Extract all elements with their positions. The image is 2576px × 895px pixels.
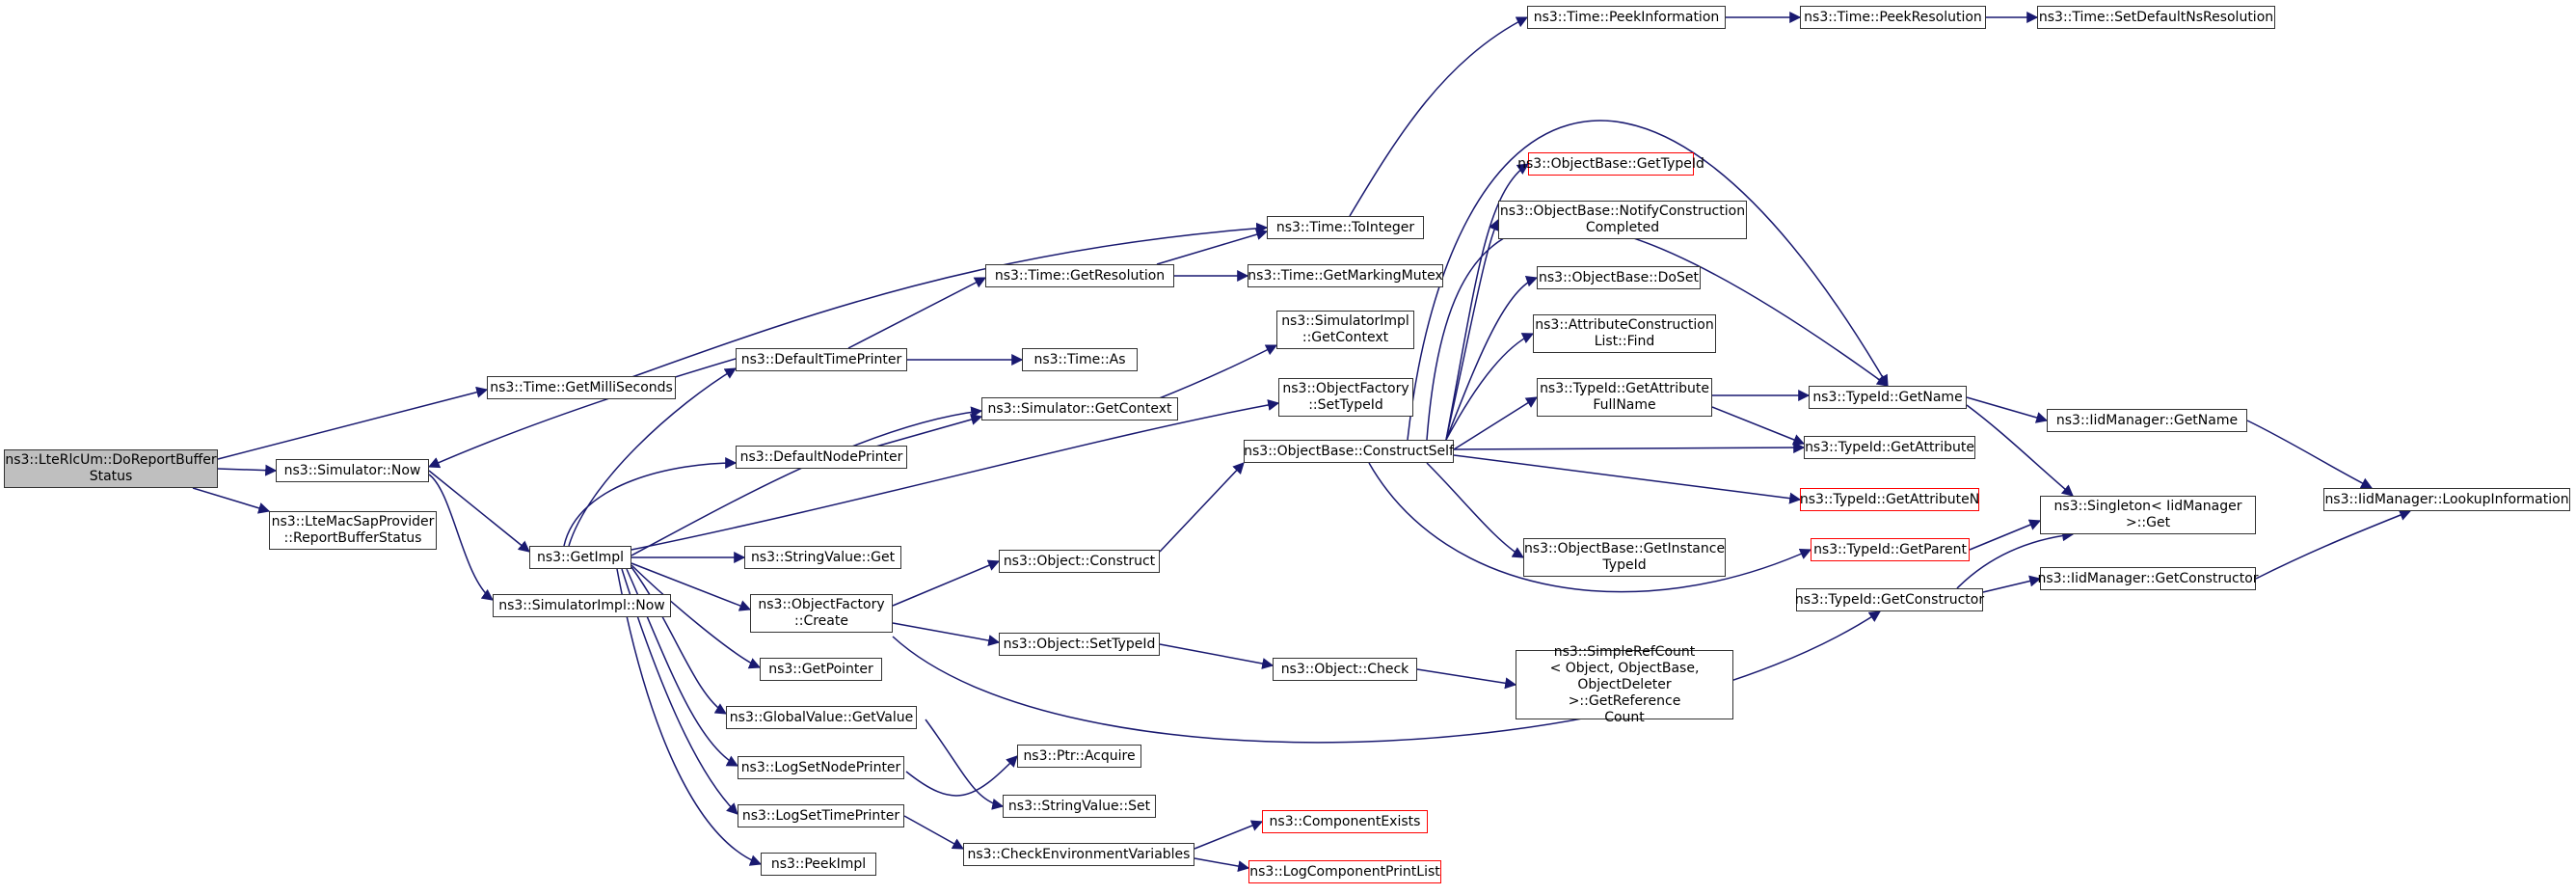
call-edge [631, 564, 762, 669]
call-edge [1156, 229, 1269, 265]
node-lterlcum-doreportbufferstatus: ns3::LteRlcUm::DoReportBuffer Status [4, 449, 218, 488]
node-defaultnodeprinter[interactable]: ns3::DefaultNodePrinter [736, 446, 907, 469]
node-defaulttimeprinter[interactable]: ns3::DefaultTimePrinter [736, 348, 907, 371]
node-typeid-getattribute[interactable]: ns3::TypeId::GetAttribute [1804, 436, 1975, 459]
call-edge [1711, 406, 1806, 446]
node-time-tointeger[interactable]: ns3::Time::ToInteger [1267, 216, 1424, 239]
node-getimpl[interactable]: ns3::GetImpl [529, 546, 631, 569]
call-edge [1445, 275, 1539, 441]
node-time-setdefaultnsresolution[interactable]: ns3::Time::SetDefaultNsResolution [2037, 6, 2275, 29]
node-singleton-iidmanager-get[interactable]: ns3::Singleton< IidManager >::Get [2040, 496, 2256, 534]
call-edge [1982, 575, 2042, 593]
node-object-check[interactable]: ns3::Object::Check [1273, 658, 1417, 681]
call-edge [2246, 420, 2374, 489]
node-object-construct[interactable]: ns3::Object::Construct [999, 550, 1160, 573]
node-objectbase-getinstancetypeid[interactable]: ns3::ObjectBase::GetInstance TypeId [1523, 538, 1726, 577]
node-time-getresolution[interactable]: ns3::Time::GetResolution [985, 264, 1174, 287]
call-edge [1966, 396, 2049, 423]
call-edge [616, 568, 763, 866]
node-componentexists[interactable]: ns3::ComponentExists [1262, 810, 1428, 833]
call-edge [1407, 120, 1889, 441]
call-edge [1445, 218, 1500, 441]
call-edge [1159, 462, 1245, 553]
call-edge [631, 399, 1280, 551]
node-time-getmilliseconds[interactable]: ns3::Time::GetMilliSeconds [487, 376, 676, 399]
call-edge [428, 474, 494, 601]
node-time-as[interactable]: ns3::Time::As [1022, 348, 1138, 371]
node-ltemacsapprovider-reportbufferstatus[interactable]: ns3::LteMacSapProvider ::ReportBufferSta… [269, 511, 437, 550]
call-edge [925, 719, 1005, 810]
node-getpointer[interactable]: ns3::GetPointer [760, 658, 882, 681]
node-iidmanager-lookupinformation[interactable]: ns3::IidManager::LookupInformation [2323, 488, 2570, 511]
call-edge [1416, 668, 1517, 690]
node-time-peekresolution[interactable]: ns3::Time::PeekResolution [1800, 6, 1986, 29]
call-edge [1159, 643, 1275, 669]
node-objectbase-notifyconstructioncompleted[interactable]: ns3::ObjectBase::NotifyConstruction Comp… [1498, 201, 1747, 239]
node-peekimpl[interactable]: ns3::PeekImpl [761, 853, 876, 876]
call-edge [892, 622, 1001, 646]
node-objectbase-gettypeid[interactable]: ns3::ObjectBase::GetTypeId [1517, 152, 1704, 176]
node-time-getmarkingmutex[interactable]: ns3::Time::GetMarkingMutex [1248, 264, 1443, 287]
node-simulator-getcontext[interactable]: ns3::Simulator::GetContext [981, 397, 1178, 420]
call-edge [1156, 344, 1278, 400]
call-edge [1453, 396, 1539, 450]
call-edge [217, 386, 489, 460]
node-typeid-getparent[interactable]: ns3::TypeId::GetParent [1811, 538, 1970, 561]
node-logcomponentprintlist[interactable]: ns3::LogComponentPrintList [1248, 860, 1441, 883]
call-edge [1426, 462, 1525, 558]
node-simulator-now[interactable]: ns3::Simulator::Now [276, 459, 429, 482]
call-edge [1453, 454, 1802, 504]
call-edge [217, 464, 278, 476]
node-simulatorimpl-now[interactable]: ns3::SimulatorImpl::Now [493, 594, 671, 617]
call-edge [427, 358, 737, 469]
node-object-settypeid[interactable]: ns3::Object::SetTypeId [999, 633, 1160, 656]
node-iidmanager-getname[interactable]: ns3::IidManager::GetName [2047, 409, 2247, 432]
node-objectfactory-create[interactable]: ns3::ObjectFactory ::Create [750, 594, 893, 633]
call-edge [631, 406, 983, 556]
node-iidmanager-getconstructor[interactable]: ns3::IidManager::GetConstructor [2037, 567, 2259, 590]
call-edge [563, 457, 738, 547]
call-edge [428, 470, 530, 553]
node-stringvalue-get[interactable]: ns3::StringValue::Get [744, 546, 901, 569]
call-edge [606, 222, 1269, 387]
call-edge [631, 562, 752, 611]
call-edge [892, 610, 1882, 744]
node-checkenvironmentvariables[interactable]: ns3::CheckEnvironmentVariables [963, 843, 1194, 866]
call-edge [1368, 462, 1812, 593]
call-edge [847, 277, 987, 349]
call-edge [2255, 509, 2412, 580]
call-edge [1194, 857, 1250, 873]
call-edge [631, 566, 728, 715]
call-edge [872, 414, 983, 448]
call-edge [568, 367, 738, 547]
call-edge [1956, 529, 2075, 589]
node-typeid-getconstructor[interactable]: ns3::TypeId::GetConstructor [1795, 588, 1984, 611]
node-globalvalue-getvalue[interactable]: ns3::GlobalValue::GetValue [726, 706, 917, 729]
node-logsetnodeprinter[interactable]: ns3::LogSetNodePrinter [738, 756, 904, 779]
node-simulatorimpl-getcontext[interactable]: ns3::SimulatorImpl ::GetContext [1276, 311, 1414, 349]
node-typeid-getattributefullname[interactable]: ns3::TypeId::GetAttribute FullName [1537, 378, 1712, 417]
node-simplerefcount-getreferencecount[interactable]: ns3::SimpleRefCount < Object, ObjectBase… [1516, 644, 1733, 725]
call-edge [1453, 442, 1806, 454]
node-objectbase-constructself[interactable]: ns3::ObjectBase::ConstructSelf [1244, 440, 1454, 463]
call-edge [1445, 333, 1535, 441]
node-objectbase-doset[interactable]: ns3::ObjectBase::DoSet [1537, 266, 1701, 289]
node-attributeconstructionlist-find[interactable]: ns3::AttributeConstruction List::Find [1533, 314, 1716, 353]
call-edge [1194, 820, 1264, 850]
call-edge [903, 815, 965, 850]
call-edge [1966, 404, 2074, 497]
call-edge [1349, 16, 1529, 217]
node-stringvalue-set[interactable]: ns3::StringValue::Set [1003, 795, 1156, 818]
node-ptr-acquire[interactable]: ns3::Ptr::Acquire [1017, 745, 1141, 768]
node-logsettimeprinter[interactable]: ns3::LogSetTimePrinter [738, 804, 904, 827]
node-typeid-getname[interactable]: ns3::TypeId::GetName [1809, 386, 1967, 409]
node-typeid-getattributen[interactable]: ns3::TypeId::GetAttributeN [1800, 488, 1979, 511]
call-edge [192, 487, 271, 514]
call-edge [1969, 519, 2042, 551]
node-objectfactory-settypeid[interactable]: ns3::ObjectFactory ::SetTypeId [1278, 378, 1413, 417]
node-time-peekinformation[interactable]: ns3::Time::PeekInformation [1527, 6, 1726, 29]
call-edge [905, 755, 1018, 797]
call-edge [892, 559, 1001, 607]
